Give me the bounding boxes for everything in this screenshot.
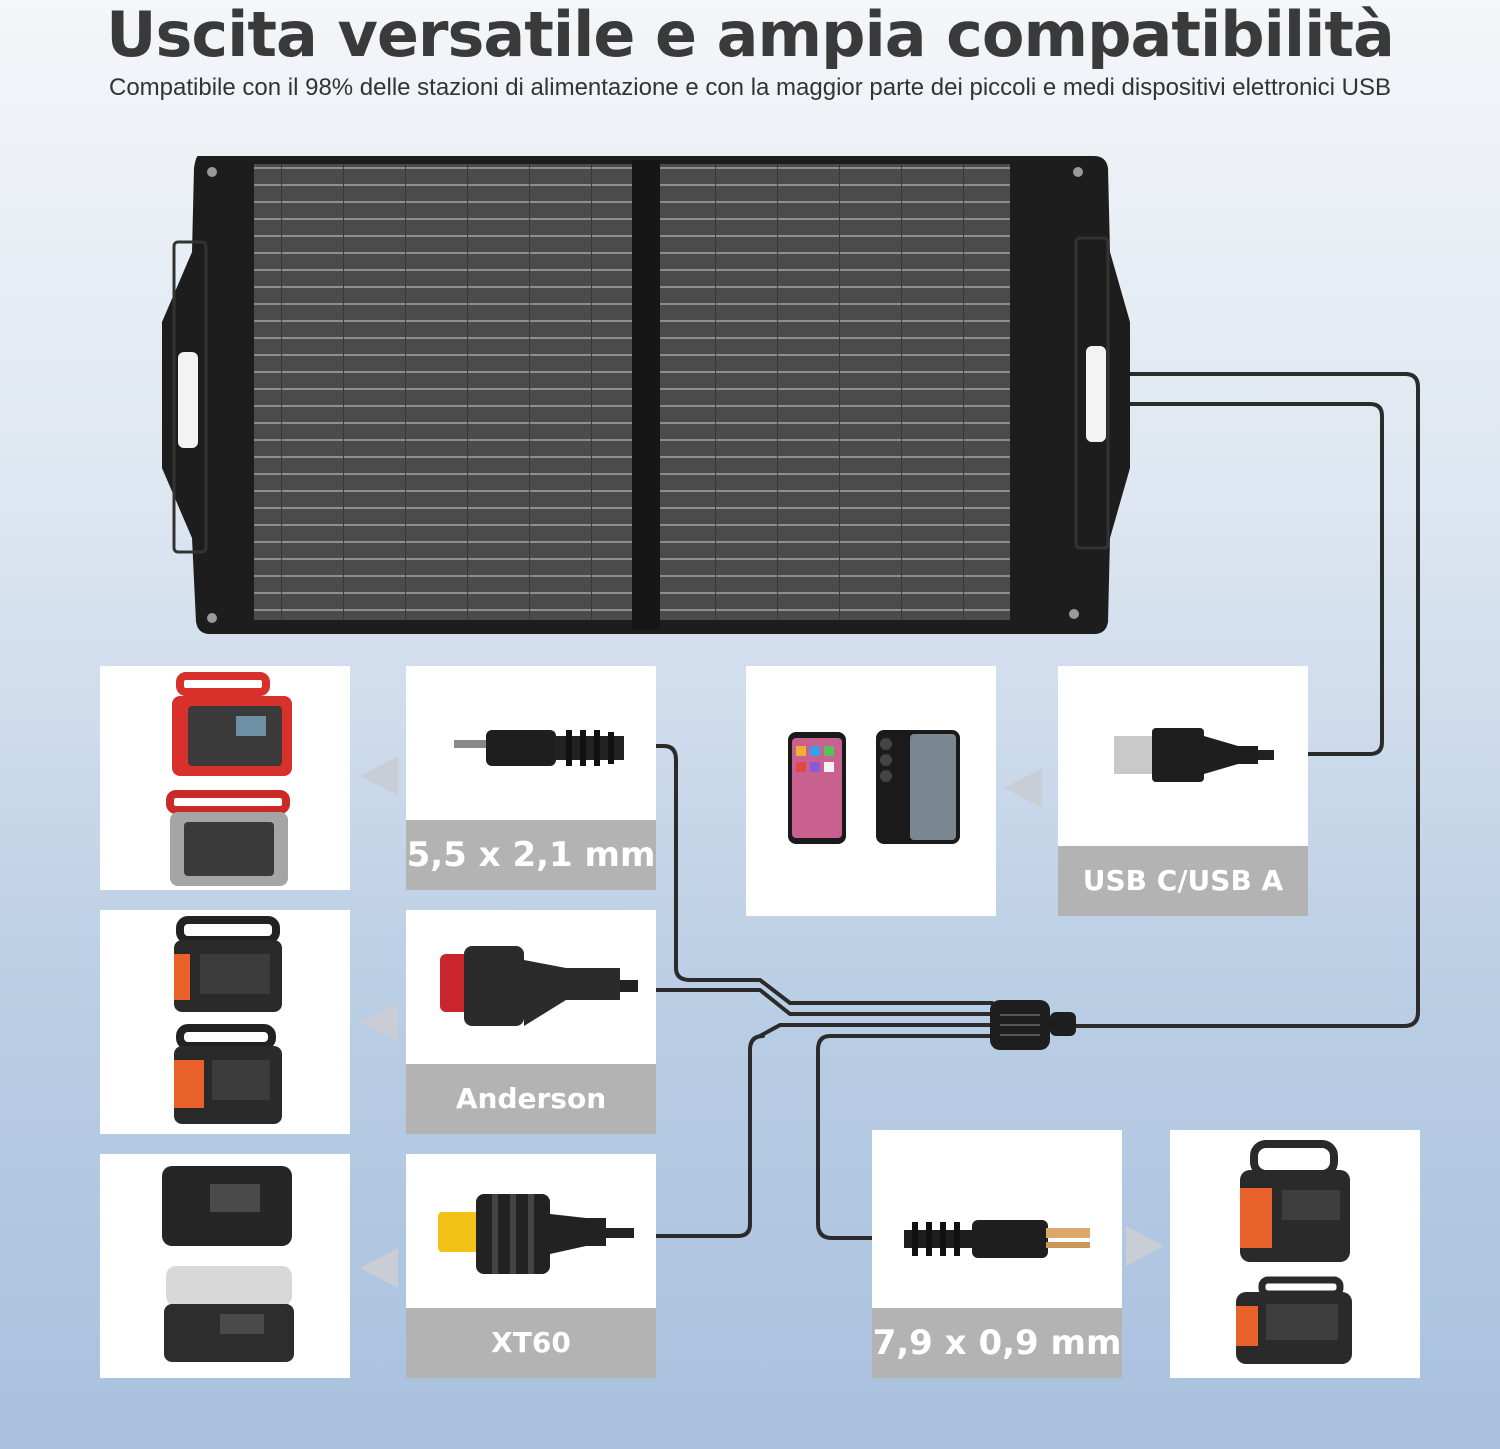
connector-tile-anderson: Anderson <box>406 910 656 1134</box>
arrow-right-icon <box>1126 1226 1164 1266</box>
device-tile-smartphones <box>746 666 996 916</box>
connector-tile-dc-7909: 7,9 x 0,9 mm <box>872 1130 1122 1378</box>
plug-icon <box>1114 728 1274 782</box>
plug-icon <box>440 946 638 1026</box>
arrow-left-icon <box>360 1248 398 1288</box>
smartphone-icon <box>788 730 960 844</box>
cable-splitter <box>990 1000 1076 1050</box>
plug-icon <box>904 1220 1090 1258</box>
connector-tile-xt60: XT60 <box>406 1154 656 1378</box>
arrow-left-icon <box>360 756 398 796</box>
connector-tile-dc-5521: 5,5 x 2,1 mm <box>406 666 656 890</box>
power-station-icon <box>174 916 282 1124</box>
connector-label-anderson: Anderson <box>406 1064 656 1134</box>
arrow-left-icon <box>360 1002 398 1042</box>
power-station-icon <box>166 672 292 886</box>
connector-label-dc-7909: 7,9 x 0,9 mm <box>872 1308 1122 1378</box>
plug-icon <box>438 1194 634 1274</box>
connector-label-xt60: XT60 <box>406 1308 656 1378</box>
connector-tile-usb: USB C/USB A <box>1058 666 1308 916</box>
device-tile-power-stations-anderson <box>100 910 350 1134</box>
plug-icon <box>454 730 624 766</box>
connector-label-usb: USB C/USB A <box>1058 846 1308 916</box>
device-tile-power-stations-dc <box>100 666 350 890</box>
page-subtitle: Compatibile con il 98% delle stazioni di… <box>109 74 1391 101</box>
device-tile-power-stations-dc-7909 <box>1170 1130 1420 1378</box>
power-station-icon <box>162 1166 294 1362</box>
solar-panel-icon <box>162 156 1130 634</box>
arrow-left-icon <box>1004 768 1042 808</box>
device-tile-power-stations-xt60 <box>100 1154 350 1378</box>
connector-label-dc-5521: 5,5 x 2,1 mm <box>406 820 656 890</box>
page-title: Uscita versatile e ampia compatibilità <box>106 0 1395 71</box>
power-station-icon <box>1236 1140 1352 1364</box>
